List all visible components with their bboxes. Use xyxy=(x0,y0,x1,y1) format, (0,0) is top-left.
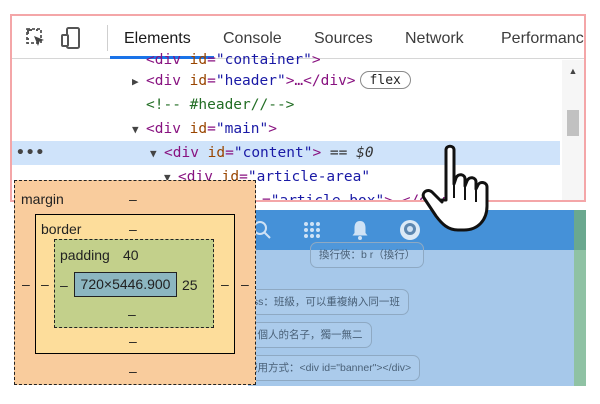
border-bottom-value[interactable]: – xyxy=(129,333,137,349)
attr-name: id xyxy=(189,73,208,89)
html-comment: <!-- #header//--> xyxy=(146,97,295,113)
border-top-value[interactable]: – xyxy=(129,221,137,237)
border-box: border – – – – padding 40 – 25 – 720×544… xyxy=(35,214,235,354)
border-label: border xyxy=(41,221,82,237)
tag-close: > </div> xyxy=(384,193,455,202)
margin-left-value[interactable]: – xyxy=(22,276,30,292)
tag-close: > xyxy=(312,145,322,161)
box-model-diagram: margin – – – – border – – – – padding 40… xyxy=(14,180,256,385)
content-box[interactable]: 720×5446.900 xyxy=(74,272,177,297)
flex-badge[interactable]: flex xyxy=(359,71,411,89)
dom-row-container[interactable]: <div id="container"> xyxy=(146,48,584,72)
attr-value: "article-area" xyxy=(247,169,371,185)
avatar-icon[interactable] xyxy=(398,218,422,242)
tag-open: <div xyxy=(146,73,190,89)
margin-top-value[interactable]: – xyxy=(129,191,137,207)
toolbar-divider xyxy=(107,25,108,51)
code-note: ass：班級，可以重複納入同一班 xyxy=(248,289,409,315)
attr-eq: = xyxy=(207,73,216,89)
bell-icon[interactable] xyxy=(348,218,372,242)
dom-tree: <div id="container"> ▶<div id="header">…… xyxy=(12,52,560,200)
dom-row-content-code: ▼ <div id="content"> == $0 xyxy=(150,141,374,166)
devtools-toolbar: Elements Console Sources Network Perform… xyxy=(12,16,584,59)
scroll-up-arrow-icon[interactable]: ▲ xyxy=(568,66,578,76)
attr-value: "header" xyxy=(215,73,286,89)
padding-bottom-value[interactable]: – xyxy=(128,306,136,322)
attr-name: id xyxy=(207,145,226,161)
content-size-value[interactable]: 720×5446.900 xyxy=(80,276,171,292)
tag-open: <div xyxy=(164,145,208,161)
devtools-panel: Elements Console Sources Network Perform… xyxy=(10,14,586,202)
collapse-triangle-icon[interactable]: ▼ xyxy=(132,123,139,136)
attr-eq: = xyxy=(207,121,216,137)
page-navbar xyxy=(248,210,586,250)
attr-eq: = xyxy=(207,52,216,68)
webpage-preview: 換行俠：b r（換行） ass：班級，可以重複納入同一班 ：個人的名子，獨一無二… xyxy=(248,210,586,386)
tab-console[interactable]: Console xyxy=(223,30,282,47)
scrollbar-thumb[interactable] xyxy=(567,110,579,136)
expand-triangle-icon[interactable]: ▶ xyxy=(132,75,139,88)
hand-pointer-icon xyxy=(421,144,489,232)
selected-node-marker: == $0 xyxy=(321,145,374,161)
code-note: 使用方式：<div id="banner"></div> xyxy=(248,355,421,381)
code-note: ：個人的名子，獨一無二 xyxy=(248,322,372,348)
attr-value: "container" xyxy=(215,52,312,68)
border-left-value[interactable]: – xyxy=(41,276,49,292)
collapse-triangle-icon[interactable]: ▼ xyxy=(164,171,171,184)
inspect-element-icon[interactable] xyxy=(24,26,48,50)
attr-value: "article-box" xyxy=(270,193,385,202)
padding-right-value[interactable]: 25 xyxy=(182,277,198,293)
code-note: 換行俠：b r（換行） xyxy=(310,242,425,268)
tab-performance[interactable]: Performance xyxy=(501,30,586,47)
tab-sources[interactable]: Sources xyxy=(314,30,373,47)
tab-network[interactable]: Network xyxy=(405,30,464,47)
tag-open: <div xyxy=(146,52,190,68)
attr-eq: = xyxy=(239,169,248,185)
active-tab-indicator xyxy=(110,56,214,59)
padding-top-value[interactable]: 40 xyxy=(123,247,139,263)
attr-eq: = xyxy=(262,193,271,202)
attr-name: id xyxy=(189,121,208,137)
padding-box: padding 40 – 25 – 720×5446.900 xyxy=(54,239,214,328)
margin-label: margin xyxy=(21,191,64,207)
page-scroll-track-top xyxy=(574,210,586,250)
padding-left-value[interactable]: – xyxy=(60,277,68,293)
tag-close: > xyxy=(268,121,277,137)
vertical-scrollbar[interactable]: ▲ xyxy=(562,60,584,200)
dom-row-comment[interactable]: <!-- #header//--> xyxy=(146,93,584,117)
grid-icon[interactable] xyxy=(300,218,324,242)
tab-elements[interactable]: Elements xyxy=(124,30,191,47)
row-actions-icon[interactable]: ••• xyxy=(16,145,46,161)
page-scroll-track xyxy=(574,210,586,386)
collapse-triangle-icon[interactable]: ▼ xyxy=(150,147,157,160)
attr-name: id xyxy=(189,52,208,68)
margin-right-value[interactable]: – xyxy=(241,276,249,292)
padding-label: padding xyxy=(60,247,110,263)
border-right-value[interactable]: – xyxy=(221,276,229,292)
margin-bottom-value[interactable]: – xyxy=(129,363,137,379)
tag-close: > xyxy=(311,52,321,68)
dom-row-content-selected[interactable]: ••• ▼ <div id="content"> == $0 xyxy=(12,141,560,165)
dom-row-header[interactable]: ▶ <div id="header">…</div>flex xyxy=(132,69,584,93)
tag-close: >…</div> xyxy=(285,73,356,89)
tag-open: <div xyxy=(146,121,190,137)
device-toolbar-icon[interactable] xyxy=(59,26,83,50)
attr-value: "content" xyxy=(233,145,313,161)
dom-row-main[interactable]: ▼ <div id="main"> xyxy=(132,117,584,141)
attr-eq: = xyxy=(225,145,234,161)
dom-row-article-box[interactable]: ="article-box"> </div> xyxy=(262,189,584,202)
attr-value: "main" xyxy=(215,121,269,137)
